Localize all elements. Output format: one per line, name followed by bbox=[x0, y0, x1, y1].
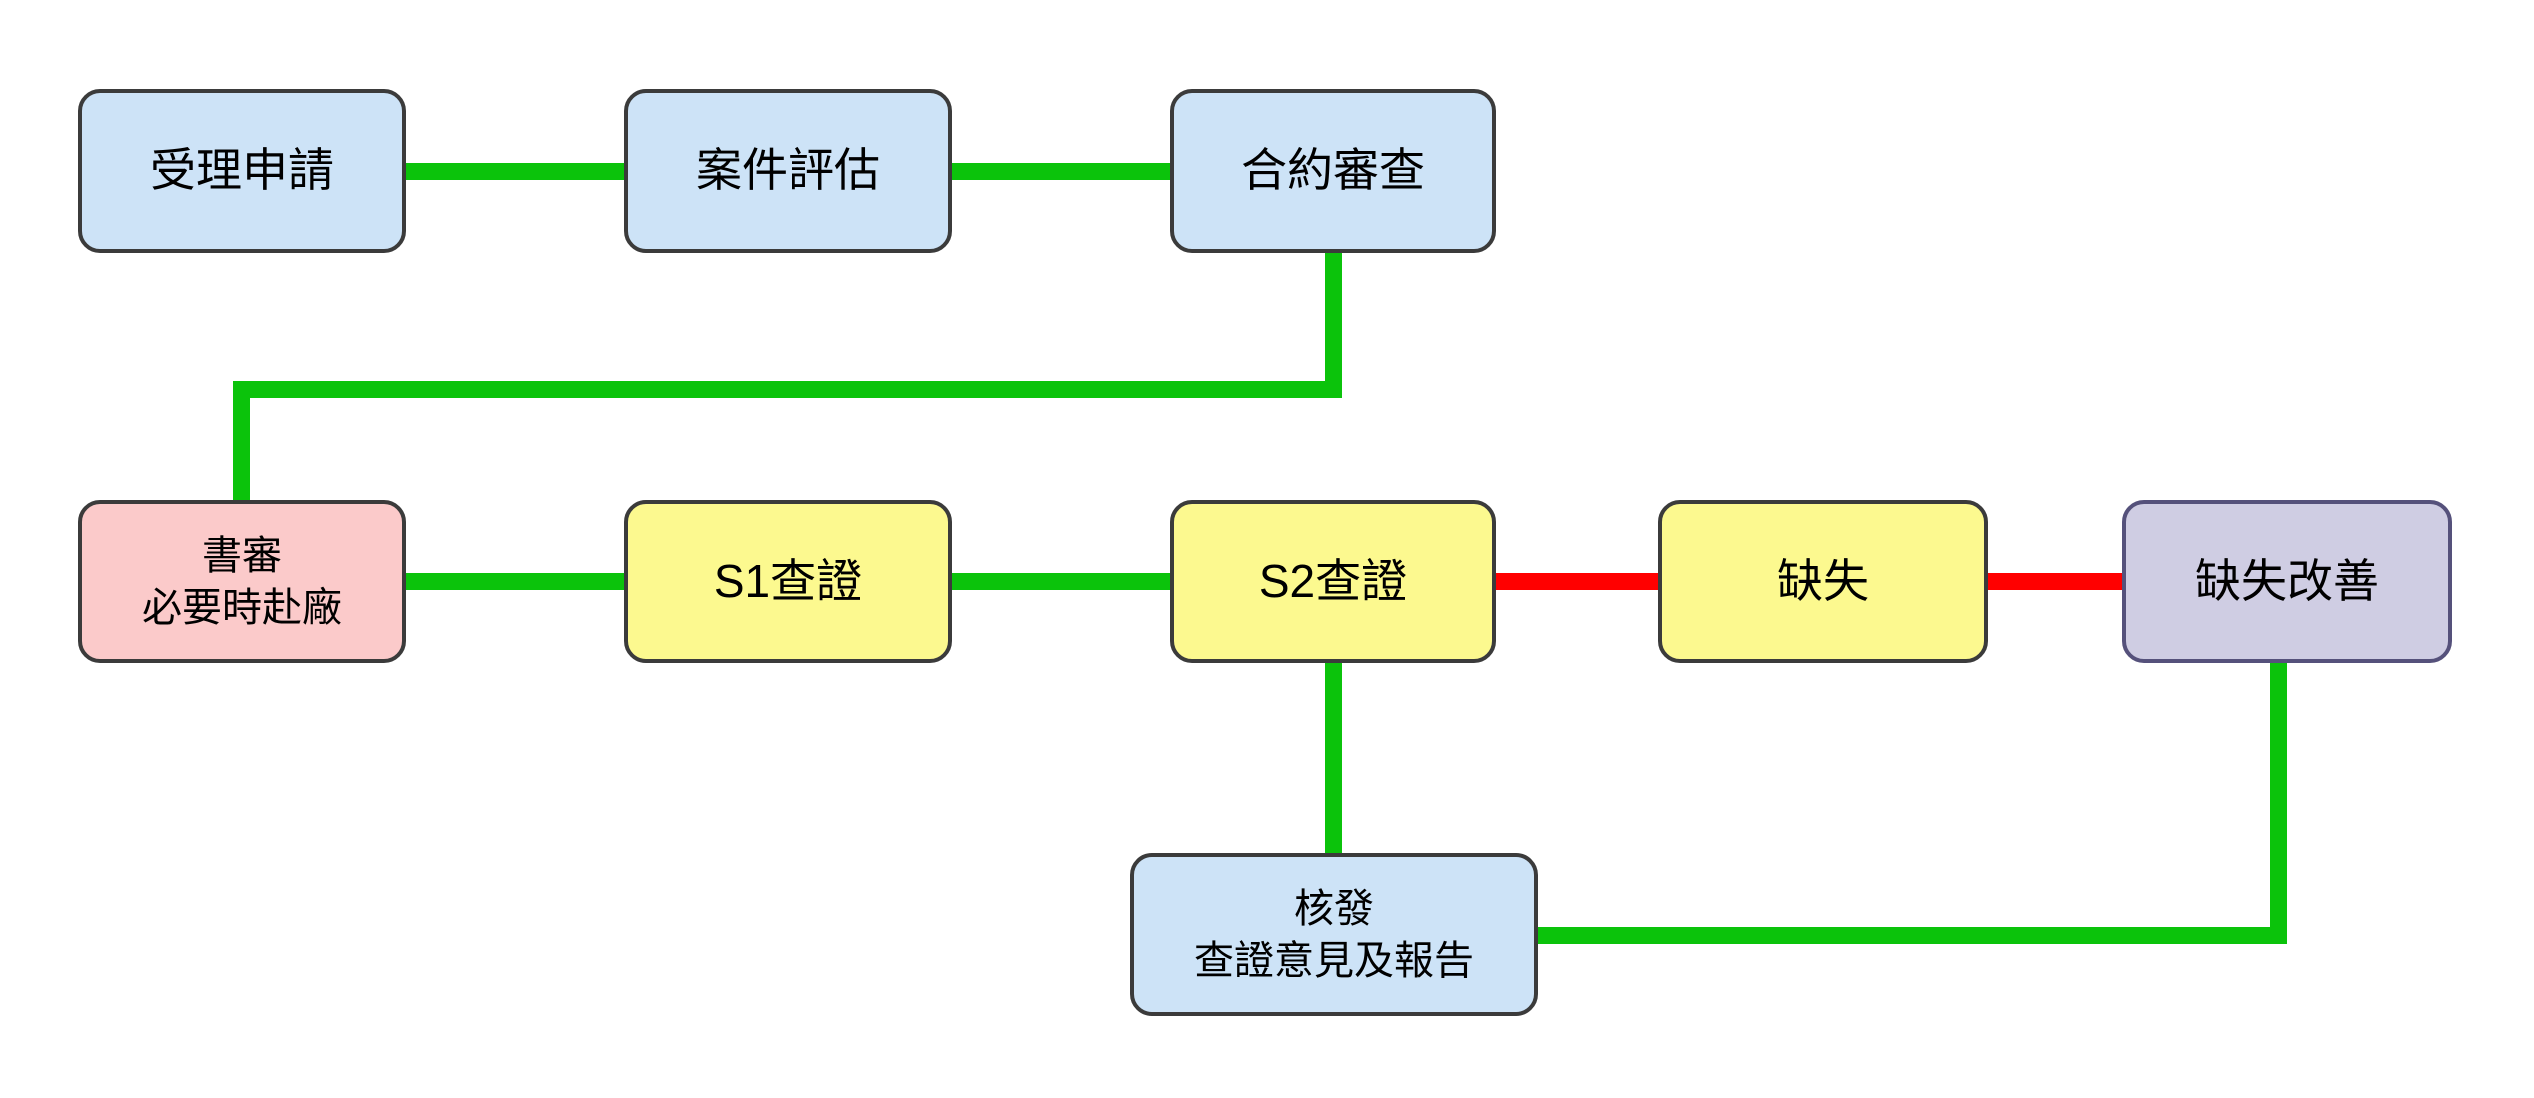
node-document-review-line1: 書審 bbox=[202, 533, 282, 578]
edge-evaluate-to-contract bbox=[948, 163, 1176, 180]
node-defect-improvement-label: 缺失改善 bbox=[2195, 554, 2379, 607]
node-s1-verification-label: S1查證 bbox=[713, 554, 863, 607]
edge-docreview-to-s1 bbox=[400, 573, 630, 590]
node-accept-application-label: 受理申請 bbox=[150, 144, 334, 197]
node-issue-report: 核發 查證意見及報告 bbox=[1130, 853, 1538, 1016]
node-defect-improvement: 缺失改善 bbox=[2122, 500, 2452, 663]
edge-defect-to-improve bbox=[1982, 573, 2128, 590]
node-issue-report-line2: 查證意見及報告 bbox=[1194, 938, 1474, 983]
edge-improve-to-issue-down bbox=[2270, 658, 2287, 944]
node-case-evaluation: 案件評估 bbox=[624, 89, 952, 253]
edge-s2-to-defect bbox=[1490, 573, 1664, 590]
node-s2-verification-label: S2查證 bbox=[1258, 554, 1408, 607]
edge-accept-to-evaluate bbox=[400, 163, 630, 180]
node-s1-verification: S1查證 bbox=[624, 500, 952, 663]
node-accept-application: 受理申請 bbox=[78, 89, 406, 253]
edge-improve-to-issue-across bbox=[1532, 927, 2287, 944]
edge-contract-to-docreview-down bbox=[1325, 250, 1342, 398]
edge-contract-to-docreview-drop bbox=[233, 385, 250, 503]
edge-contract-to-docreview-across bbox=[233, 381, 1342, 398]
edge-s1-to-s2 bbox=[948, 573, 1176, 590]
node-document-review: 書審 必要時赴廠 bbox=[78, 500, 406, 663]
edge-s2-to-issue bbox=[1325, 658, 1342, 858]
node-s2-verification: S2查證 bbox=[1170, 500, 1496, 663]
node-contract-review-label: 合約審查 bbox=[1241, 144, 1425, 197]
node-issue-report-line1: 核發 bbox=[1294, 886, 1374, 931]
node-case-evaluation-label: 案件評估 bbox=[696, 144, 880, 197]
node-defect: 缺失 bbox=[1658, 500, 1988, 663]
node-defect-label: 缺失 bbox=[1777, 554, 1869, 607]
node-document-review-line2: 必要時赴廠 bbox=[142, 585, 342, 630]
node-contract-review: 合約審查 bbox=[1170, 89, 1496, 253]
